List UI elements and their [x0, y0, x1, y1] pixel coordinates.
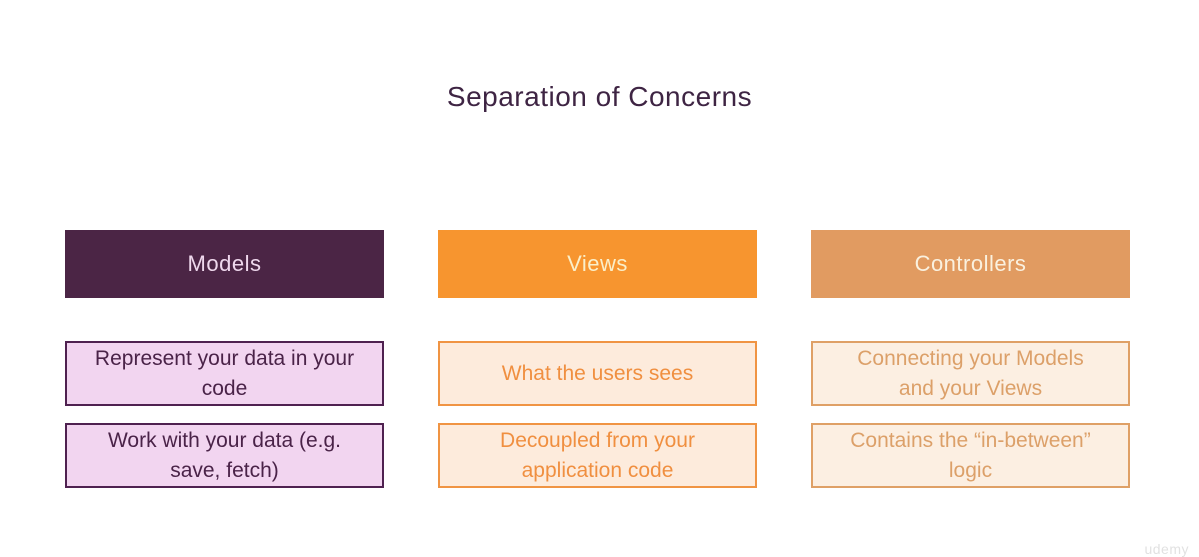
controllers-card-1: Connecting your Models and your Views — [811, 341, 1130, 406]
models-card-1: Represent your data in your code — [65, 341, 384, 406]
views-header: Views — [438, 230, 757, 298]
column-controllers: Controllers Connecting your Models and y… — [811, 230, 1130, 488]
models-header: Models — [65, 230, 384, 298]
models-card-2: Work with your data (e.g. save, fetch) — [65, 423, 384, 488]
views-card-2: Decoupled from your application code — [438, 423, 757, 488]
views-card-1: What the users sees — [438, 341, 757, 406]
controllers-header: Controllers — [811, 230, 1130, 298]
column-views: Views What the users sees Decoupled from… — [438, 230, 757, 488]
mvc-diagram: Models Represent your data in your code … — [65, 230, 1130, 488]
page-title: Separation of Concerns — [446, 80, 753, 112]
column-models: Models Represent your data in your code … — [65, 230, 384, 488]
controllers-card-2: Contains the “in-between” logic — [811, 423, 1130, 488]
watermark: udemy — [1144, 541, 1189, 557]
